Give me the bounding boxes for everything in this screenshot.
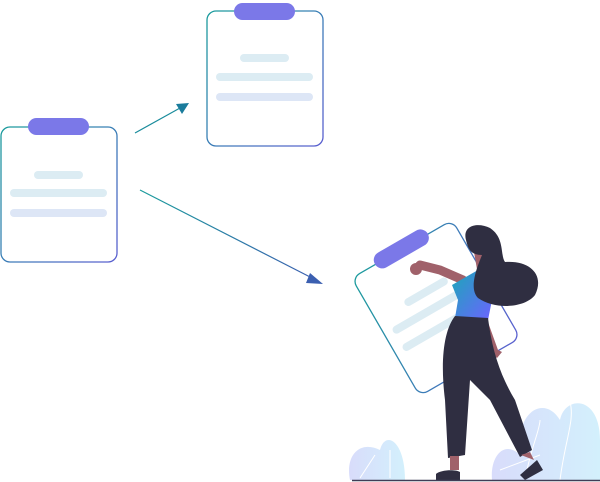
arm-raised <box>415 260 468 285</box>
hand <box>410 263 422 275</box>
person <box>410 225 543 480</box>
hair <box>465 225 539 306</box>
pants <box>442 316 532 458</box>
shoe-right <box>520 460 543 480</box>
arrow-up-icon <box>134 103 189 134</box>
arrow-down-icon <box>139 189 323 284</box>
plant-right <box>491 401 600 481</box>
plant-left <box>349 440 405 480</box>
clipboard-left <box>0 118 118 263</box>
clipboard-top <box>206 3 324 147</box>
shoe-left <box>436 470 460 480</box>
